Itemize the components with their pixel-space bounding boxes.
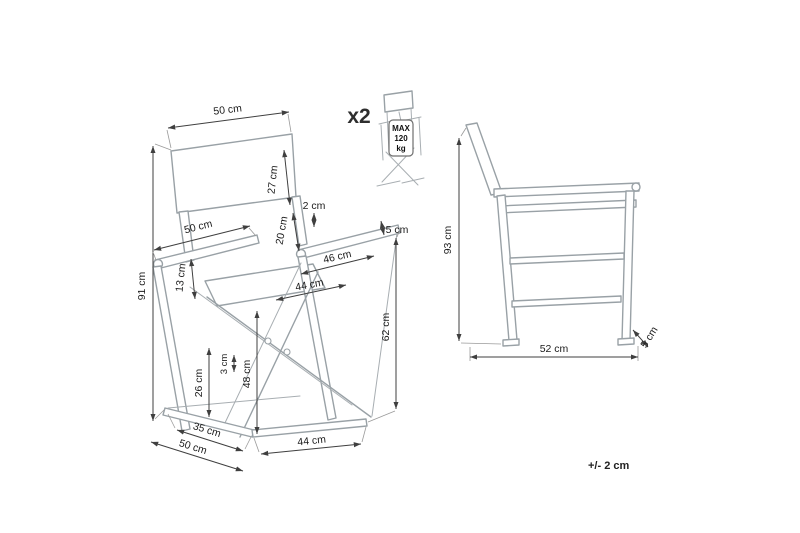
dim-side-depth-label: 52 cm xyxy=(540,343,569,355)
pivot-bolt xyxy=(264,337,272,345)
quantity-label: x2 xyxy=(347,105,370,128)
rear-right-leg xyxy=(371,232,398,417)
max-load-line2: 120 xyxy=(394,134,408,143)
side-rail-lower xyxy=(511,295,622,308)
dim-backrest-to-armrest-label: 20 cm xyxy=(274,215,291,245)
front-floor-rail xyxy=(251,418,368,438)
dim-armrest-to-seat-label: 13 cm xyxy=(174,263,189,293)
pivot-bolt xyxy=(283,348,291,356)
quantity-badge: x2 MAX 120 kg xyxy=(347,90,425,187)
side-rail-upper xyxy=(509,252,625,265)
side-armrest xyxy=(493,182,640,198)
dim-seat-height-label: 48 cm xyxy=(241,359,253,388)
side-rear-leg xyxy=(496,194,518,342)
dim-side-foot-width-label: 5 cm xyxy=(638,324,660,350)
left-armrest xyxy=(154,234,260,270)
dim-side-overall-height-label: 93 cm xyxy=(442,225,454,254)
max-load-tag: MAX 120 kg xyxy=(388,111,414,157)
side-seat xyxy=(498,199,637,214)
max-load-line1: MAX xyxy=(392,124,410,133)
front-view-dimensions: 50 cm 27 cm 91 cm 50 cm 2 cm 20 cm 5 cm … xyxy=(136,102,409,472)
dim-armrest-height-label: 62 cm xyxy=(380,312,392,341)
side-rear-foot xyxy=(502,338,520,347)
side-front-leg xyxy=(621,190,635,342)
rear-floor-rail xyxy=(167,395,301,409)
side-view-chair-drawing xyxy=(465,122,641,347)
dim-armrest-width-label: 5 cm xyxy=(386,224,409,236)
tolerance-note: +/- 2 cm xyxy=(588,460,629,472)
dim-front-width-label: 44 cm xyxy=(297,434,327,449)
side-armrest-cap xyxy=(631,182,641,192)
dim-lower-frame-label: 26 cm xyxy=(193,368,205,397)
dim-backrest-gap-label: 2 cm xyxy=(303,200,326,212)
dim-backrest-width-label: 50 cm xyxy=(213,102,243,117)
side-front-foot xyxy=(617,337,635,346)
front-view-chair-drawing xyxy=(152,133,401,438)
dim-backrest-height-label: 27 cm xyxy=(266,165,281,195)
dim-frame-thickness-label: 3 cm xyxy=(219,354,230,375)
max-load-line3: kg xyxy=(396,144,405,153)
dim-seat-width-label: 44 cm xyxy=(294,276,325,293)
side-backrest xyxy=(465,122,503,196)
scissor-strut xyxy=(206,296,372,418)
front-left-leg xyxy=(152,265,191,432)
dim-side-depth-label: 50 cm xyxy=(177,437,208,457)
dim-overall-height-label: 91 cm xyxy=(136,271,148,300)
scissor-strut xyxy=(189,286,353,406)
